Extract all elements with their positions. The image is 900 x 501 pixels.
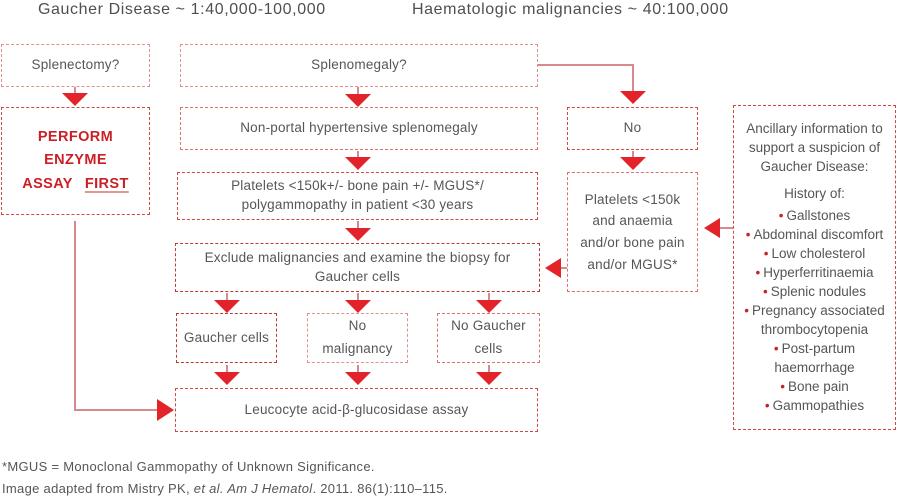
source-citation-italic: et al. Am J Hematol bbox=[193, 481, 313, 496]
arrow-down-icon bbox=[345, 228, 371, 241]
list-item: •Gammopathies bbox=[737, 396, 892, 415]
list-item: •Bone pain bbox=[737, 377, 892, 396]
bullet-icon: • bbox=[773, 340, 779, 356]
ancillary-information-box: Ancillary information to support a suspi… bbox=[733, 105, 896, 430]
connector-line bbox=[357, 293, 359, 301]
connector-line bbox=[538, 64, 634, 66]
connector-line bbox=[632, 151, 634, 158]
connector-line bbox=[74, 221, 76, 411]
connector-line bbox=[226, 293, 228, 301]
perform-line1: PERFORM ENZYME bbox=[37, 129, 114, 169]
ancillary-subtitle: History of: bbox=[784, 186, 845, 202]
no-label: No bbox=[623, 120, 642, 136]
ancillary-item-text: Low cholesterol bbox=[771, 245, 866, 261]
source-prefix: Image adapted from Mistry PK, bbox=[2, 481, 194, 496]
source-footnote: Image adapted from Mistry PK, et al. Am … bbox=[2, 481, 448, 496]
exclude-malignancies-label: Exclude malignancies and examine the bio… bbox=[204, 249, 511, 284]
connector-line bbox=[632, 64, 634, 92]
no-gaucher-cells-label: No Gaucher cells bbox=[451, 318, 526, 356]
connector-line bbox=[488, 365, 490, 373]
bullet-icon: • bbox=[755, 264, 761, 280]
first-text: FIRST bbox=[84, 175, 129, 192]
perform-enzyme-text: PERFORM ENZYME ASSAY FIRST bbox=[7, 126, 144, 196]
bullet-icon: • bbox=[780, 378, 785, 394]
connector-line bbox=[74, 87, 76, 93]
platelets-mgus-box: Platelets <150k+/- bone pain +/- MGUS*/ … bbox=[177, 172, 538, 220]
list-item: •Hyperferritinaemia bbox=[737, 263, 892, 282]
ancillary-item-text: Abdominal discomfort bbox=[753, 226, 884, 242]
arrow-left-icon bbox=[545, 258, 561, 278]
ancillary-item-text: Gallstones bbox=[786, 207, 851, 223]
perform-line2: ASSAY FIRST bbox=[7, 173, 144, 196]
perform-enzyme-assay-box: PERFORM ENZYME ASSAY FIRST bbox=[1, 107, 150, 215]
arrow-down-icon bbox=[345, 157, 371, 170]
list-item: •Low cholesterol bbox=[737, 244, 892, 263]
platelets-anaemia-label: Platelets <150k and anaemia and/or bone … bbox=[580, 191, 685, 272]
arrow-down-icon bbox=[214, 300, 240, 313]
arrow-down-icon bbox=[214, 372, 240, 385]
arrow-right-icon bbox=[157, 399, 174, 421]
no-box: No bbox=[567, 107, 698, 150]
bullet-icon: • bbox=[763, 245, 769, 261]
mgus-footnote: *MGUS = Monoclonal Gammopathy of Unknown… bbox=[2, 459, 375, 474]
ancillary-item-text: Hyperferritinaemia bbox=[763, 264, 874, 280]
arrow-down-icon bbox=[345, 300, 371, 313]
splenectomy-box: Splenectomy? bbox=[1, 44, 150, 87]
ancillary-title: Ancillary information to support a suspi… bbox=[746, 121, 883, 175]
exclude-malignancies-box: Exclude malignancies and examine the bio… bbox=[175, 243, 540, 292]
platelets-mgus-label: Platelets <150k+/- bone pain +/- MGUS*/ … bbox=[231, 178, 484, 212]
non-portal-splenomegaly-box: Non-portal hypertensive splenomegaly bbox=[180, 107, 538, 150]
arrow-down-icon bbox=[345, 372, 371, 385]
header-haematologic-prevalence: Haematologic malignancies ~ 40:100,000 bbox=[412, 1, 729, 18]
bullet-icon: • bbox=[778, 207, 784, 223]
list-item: •Post-partum haemorrhage bbox=[737, 339, 892, 377]
connector-line bbox=[357, 221, 359, 229]
splenomegaly-box: Splenomegaly? bbox=[180, 44, 538, 87]
arrow-down-icon bbox=[476, 372, 502, 385]
connector-line bbox=[720, 227, 733, 229]
connector-line bbox=[226, 365, 228, 373]
arrow-down-icon bbox=[476, 300, 502, 313]
ancillary-item-text: Pregnancy associated thrombocytopenia bbox=[751, 302, 885, 337]
connector-line bbox=[488, 293, 490, 301]
bullet-icon: • bbox=[745, 226, 751, 242]
splenomegaly-label: Splenomegaly? bbox=[311, 57, 407, 73]
bullet-icon: • bbox=[744, 302, 749, 318]
connector-line bbox=[357, 365, 359, 373]
bullet-icon: • bbox=[764, 397, 770, 413]
arrow-down-icon bbox=[62, 93, 88, 106]
assay-text: ASSAY bbox=[22, 175, 73, 192]
header-gaucher-prevalence: Gaucher Disease ~ 1:40,000-100,000 bbox=[38, 1, 326, 18]
arrow-down-icon bbox=[620, 91, 646, 104]
gaucher-cells-box: Gaucher cells bbox=[176, 313, 277, 363]
connector-line bbox=[357, 151, 359, 158]
leucocyte-assay-box: Leucocyte acid-β-glucosidase assay bbox=[175, 388, 538, 432]
ancillary-item-text: Bone pain bbox=[787, 378, 849, 394]
non-portal-label: Non-portal hypertensive splenomegaly bbox=[240, 120, 478, 136]
no-malignancy-label: No malignancy bbox=[322, 318, 393, 356]
list-item: •Splenic nodules bbox=[737, 282, 892, 301]
arrow-left-icon bbox=[704, 218, 720, 238]
ancillary-item-text: Post-partum haemorrhage bbox=[774, 340, 856, 375]
list-item: •Abdominal discomfort bbox=[737, 225, 892, 244]
gaucher-cells-label: Gaucher cells bbox=[183, 329, 270, 345]
connector-line bbox=[357, 87, 359, 95]
connector-line bbox=[560, 267, 567, 269]
platelets-anaemia-box: Platelets <150k and anaemia and/or bone … bbox=[567, 172, 698, 292]
list-item: •Gallstones bbox=[737, 206, 892, 225]
ancillary-list: •Gallstones •Abdominal discomfort •Low c… bbox=[737, 206, 892, 415]
no-gaucher-cells-box: No Gaucher cells bbox=[437, 313, 540, 363]
arrow-down-icon bbox=[345, 94, 371, 107]
leucocyte-assay-label: Leucocyte acid-β-glucosidase assay bbox=[244, 401, 469, 417]
ancillary-item-text: Splenic nodules bbox=[770, 283, 867, 299]
ancillary-item-text: Gammopathies bbox=[772, 397, 865, 413]
bullet-icon: • bbox=[762, 283, 768, 299]
arrow-down-icon bbox=[620, 157, 646, 170]
no-malignancy-box: No malignancy bbox=[307, 313, 408, 363]
splenectomy-label: Splenectomy? bbox=[31, 57, 120, 73]
connector-line bbox=[74, 409, 158, 411]
source-suffix: . 2011. 86(1):110–115. bbox=[312, 481, 448, 496]
list-item: •Pregnancy associated thrombocytopenia bbox=[737, 301, 892, 339]
